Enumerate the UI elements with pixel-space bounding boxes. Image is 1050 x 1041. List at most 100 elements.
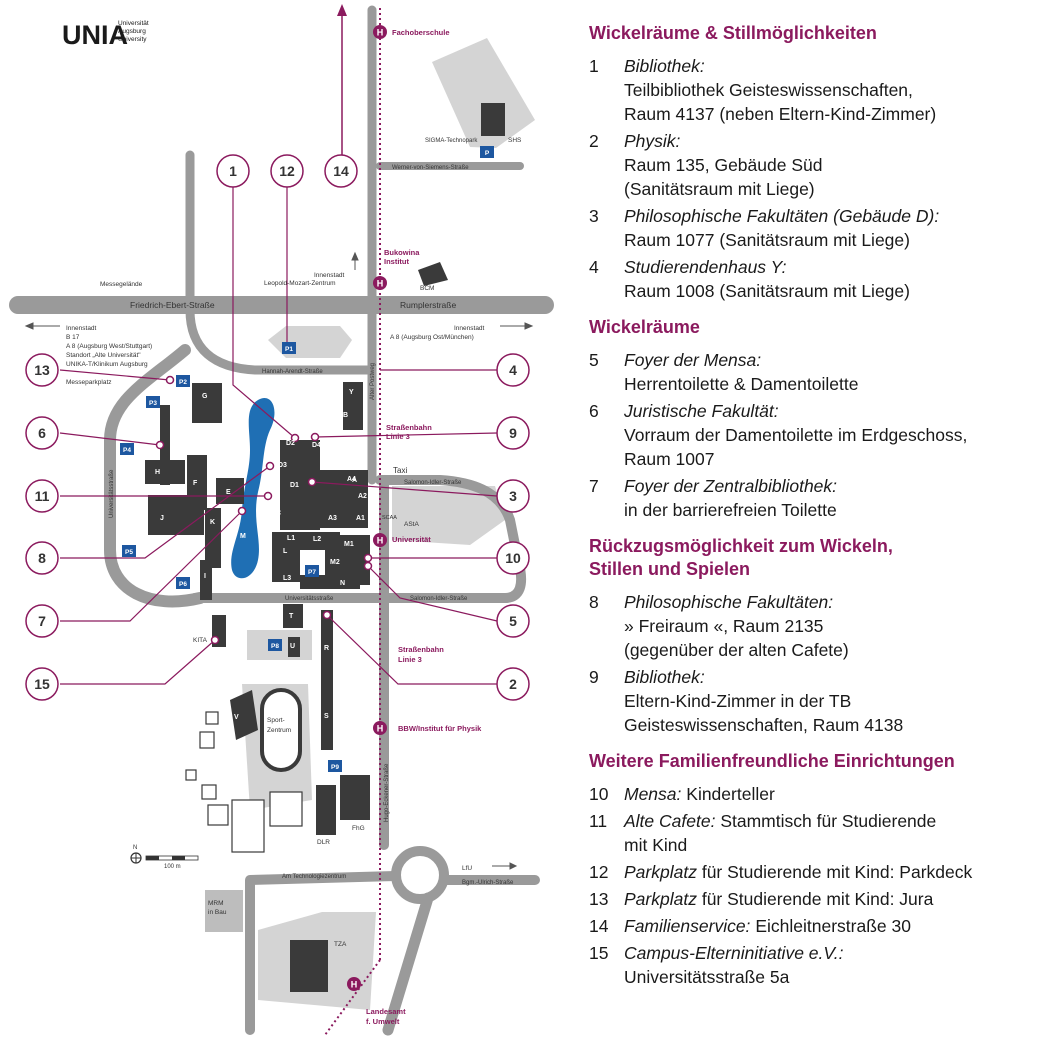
target-dots xyxy=(155,343,373,645)
building-label-f: F xyxy=(193,480,198,487)
tram-stop-icon: H xyxy=(373,276,387,290)
building-label-l1: L1 xyxy=(287,535,295,542)
parking-p3: P3 xyxy=(146,396,160,408)
label-dlr: DLR xyxy=(317,839,330,846)
legend-line: mit Kind xyxy=(624,835,688,855)
marker-15: 15 xyxy=(25,667,59,701)
dot-10 xyxy=(363,553,373,563)
ring-road-west xyxy=(104,344,206,608)
leader-8 xyxy=(60,465,271,559)
marker-circle xyxy=(25,353,59,387)
legend-tail: Stammtisch für Studierende xyxy=(720,811,937,831)
parking-label: P6 xyxy=(179,581,187,588)
legend-head-line: Philosophische Fakultäten (Gebäude D): xyxy=(624,204,1044,228)
legend-text: Philosophische Fakultäten:» Freiraum «, … xyxy=(624,590,1044,662)
legend-text: Parkplatz für Studierende mit Kind: Jura xyxy=(624,887,1044,911)
dir-messeparkplatz: Messeparkplatz xyxy=(66,379,112,386)
arrowhead-lfu xyxy=(509,862,518,870)
marker-label: 14 xyxy=(333,163,349,179)
marker-label: 13 xyxy=(34,362,50,378)
legend-number: 5 xyxy=(589,350,599,370)
dot-15 xyxy=(210,635,220,645)
label-alter-postweg: Alter Postweg xyxy=(370,363,376,400)
leader-13 xyxy=(59,369,171,381)
label-strassenbahn-2b: Linie 3 xyxy=(398,655,422,664)
legend-head: Bibliothek: xyxy=(624,56,705,76)
legend-line: Raum 135, Gebäude Süd xyxy=(624,155,823,175)
marker-label: 11 xyxy=(35,488,50,504)
legend-head: Juristische Fakultät: xyxy=(624,401,779,421)
parking-icon xyxy=(176,375,190,387)
legend-number: 1 xyxy=(589,56,599,76)
small-building-3 xyxy=(185,769,197,781)
legend-number: 15 xyxy=(589,943,609,963)
legend-number: 12 xyxy=(589,862,609,882)
marker-circle xyxy=(496,667,530,701)
ring-road-east xyxy=(190,475,527,603)
marker-circle xyxy=(496,479,530,513)
marker-14: 14 xyxy=(324,154,358,188)
tram-stop-icon: H xyxy=(373,533,387,547)
building-a xyxy=(318,470,368,528)
legend-line: Universitätsstraße 5a xyxy=(624,967,790,987)
parking-label: P3 xyxy=(149,400,157,407)
tram-line-south xyxy=(324,959,381,1036)
legend-line: in der barrierefreien Toilette xyxy=(624,500,837,520)
legend-number: 14 xyxy=(589,916,609,936)
parking-icon xyxy=(282,342,296,354)
building-label-m1: M1 xyxy=(344,541,354,548)
leader-9 xyxy=(314,432,498,438)
street-labels: Friedrich-Ebert-Straße Rumplerstraße Han… xyxy=(109,165,514,886)
marker-circle xyxy=(216,154,250,188)
building-h xyxy=(145,460,185,484)
legend-tail: Kinderteller xyxy=(686,784,775,804)
building-label-a: A xyxy=(352,477,357,484)
building-label-a3: A3 xyxy=(328,515,337,522)
building-v xyxy=(230,690,258,740)
building-n xyxy=(300,575,360,589)
legend-head-line: Familienservice: Eichleitnerstraße 30 xyxy=(624,914,1044,938)
marker-label: 4 xyxy=(509,362,517,378)
marker-label: 7 xyxy=(38,613,46,629)
parking-icon xyxy=(146,396,160,408)
parking-label: P9 xyxy=(331,764,339,771)
label-stop-fachoberschule: Fachoberschule xyxy=(392,28,450,37)
marker-circle xyxy=(25,667,59,701)
section-2-title: Wickelräume xyxy=(589,317,700,337)
label-messegelaende: Messegelände xyxy=(100,281,143,288)
legend-text: Philosophische Fakultäten (Gebäude D):Ra… xyxy=(624,204,1044,252)
marker-label: 10 xyxy=(505,550,521,566)
small-building-4 xyxy=(201,784,217,800)
small-building-5 xyxy=(207,804,229,826)
legend-head-line: Campus-Elterninitiative e.V.: xyxy=(624,941,1044,965)
parking-icon xyxy=(122,545,136,557)
marker-label: 12 xyxy=(279,163,295,179)
building-label-y: Y xyxy=(349,389,354,396)
legend-number: 11 xyxy=(589,811,608,831)
label-bgm-ulrich: Bgm.-Ulrich-Straße xyxy=(462,880,514,886)
place-labels: Messegelände Innenstadt Leopold-Mozart-Z… xyxy=(100,137,522,948)
stop-symbol: H xyxy=(377,536,384,546)
parking-icon xyxy=(328,760,342,772)
legend-text: Physik:Raum 135, Gebäude Süd(Sanitätsrau… xyxy=(624,129,1044,201)
dot-13 xyxy=(165,375,175,385)
outlined-buildings xyxy=(185,711,303,853)
campus-lake xyxy=(231,398,275,579)
label-shs: SHS xyxy=(508,137,522,144)
building-label-e: E xyxy=(226,489,231,496)
section-1-title: Wickelräume & Stillmöglichkeiten xyxy=(589,23,877,43)
section-3-title-1: Rückzugsmöglichkeit zum Wickeln, xyxy=(589,536,893,556)
